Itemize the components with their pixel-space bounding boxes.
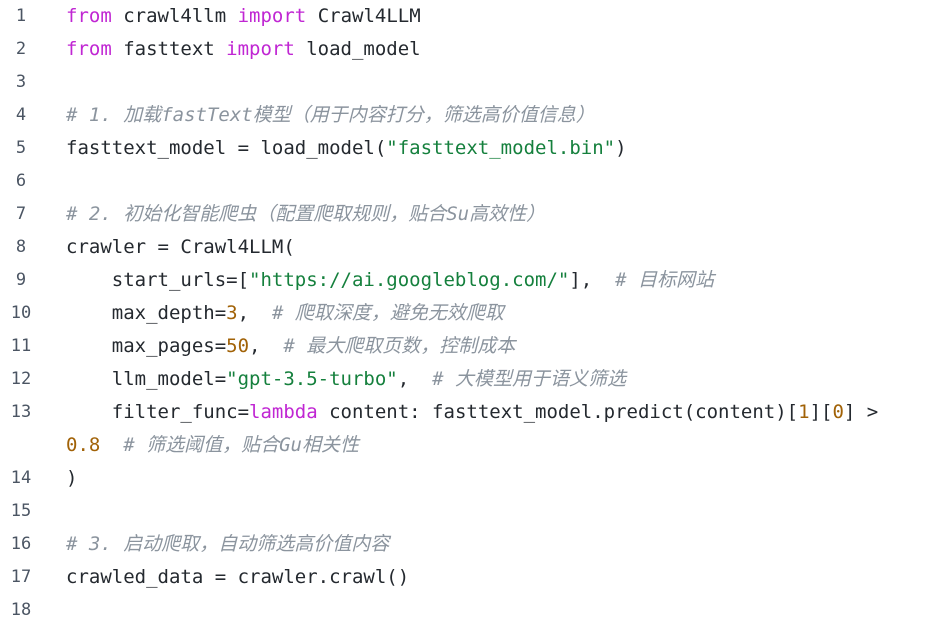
line-number: 11 bbox=[10, 336, 32, 356]
code-token: filter_func= bbox=[66, 401, 250, 423]
code-text: # 1. 加载fastText模型（用于内容打分，筛选高价值信息） bbox=[42, 99, 930, 132]
line-number: 12 bbox=[10, 369, 32, 389]
code-text: start_urls=["https://ai.googleblog.com/"… bbox=[42, 264, 930, 297]
code-line-12: 12 llm_model="gpt-3.5-turbo", # 大模型用于语义筛… bbox=[0, 363, 930, 396]
code-line-11: 11 max_pages=50, # 最大爬取页数，控制成本 bbox=[0, 330, 930, 363]
code-line-6: 6 bbox=[0, 165, 930, 198]
comment: # 爬取深度，避免无效爬取 bbox=[271, 302, 504, 324]
code-line-4: 4 # 1. 加载fastText模型（用于内容打分，筛选高价值信息） bbox=[0, 99, 930, 132]
code-token: crawler = Crawl4LLM( bbox=[66, 236, 295, 258]
code-token: , bbox=[249, 335, 284, 357]
code-line-15: 15 bbox=[0, 495, 930, 528]
code-token: , bbox=[237, 302, 272, 324]
line-number: 6 bbox=[15, 171, 27, 191]
number-literal: 0.8 bbox=[66, 434, 101, 456]
code-line-2: 2 from fasttext import load_model bbox=[0, 33, 930, 66]
code-line-7: 7 # 2. 初始化智能爬虫（配置爬取规则，贴合Su高效性） bbox=[0, 198, 930, 231]
code-text: crawler = Crawl4LLM( bbox=[42, 231, 930, 264]
code-token: ], bbox=[569, 269, 616, 291]
code-text: filter_func=lambda content: fasttext_mod… bbox=[42, 396, 930, 462]
module-name: fasttext bbox=[111, 38, 227, 60]
code-token: ) bbox=[615, 137, 627, 159]
code-token: crawled_data = crawler.crawl() bbox=[66, 566, 410, 588]
code-line-5: 5 fasttext_model = load_model("fasttext_… bbox=[0, 132, 930, 165]
line-number: 9 bbox=[15, 270, 27, 290]
comment: # 目标网站 bbox=[615, 269, 714, 291]
string-literal: "https://ai.googleblog.com/" bbox=[249, 269, 570, 291]
code-line-10: 10 max_depth=3, # 爬取深度，避免无效爬取 bbox=[0, 297, 930, 330]
code-token: , bbox=[397, 368, 433, 390]
import-name: Crawl4LLM bbox=[306, 5, 421, 27]
number-literal: 0 bbox=[832, 401, 844, 423]
code-line-14: 14 ) bbox=[0, 462, 930, 495]
string-literal: "fasttext_model.bin" bbox=[386, 137, 616, 159]
code-token: fasttext_model = load_model( bbox=[66, 137, 387, 159]
code-line-16: 16 # 3. 启动爬取，自动筛选高价值内容 bbox=[0, 528, 930, 561]
code-token: llm_model= bbox=[66, 368, 227, 390]
module-name: crawl4llm bbox=[111, 5, 238, 27]
code-text: from crawl4llm import Crawl4LLM bbox=[42, 0, 930, 33]
line-number: 2 bbox=[15, 39, 27, 59]
line-number: 15 bbox=[10, 501, 32, 521]
keyword: import bbox=[226, 38, 295, 60]
code-token: ] > bbox=[843, 401, 879, 423]
number-literal: 50 bbox=[226, 335, 250, 357]
line-number: 1 bbox=[15, 6, 27, 26]
code-line-13: 13 filter_func=lambda content: fasttext_… bbox=[0, 396, 930, 462]
keyword: from bbox=[66, 38, 112, 60]
keyword: lambda bbox=[249, 401, 318, 423]
code-token: ][ bbox=[809, 401, 833, 423]
code-token: max_pages= bbox=[66, 335, 227, 357]
code-text: llm_model="gpt-3.5-turbo", # 大模型用于语义筛选 bbox=[42, 363, 930, 396]
code-token: start_urls=[ bbox=[66, 269, 250, 291]
keyword: import bbox=[237, 5, 307, 27]
code-text: max_pages=50, # 最大爬取页数，控制成本 bbox=[42, 330, 930, 363]
line-number: 8 bbox=[15, 237, 27, 257]
comment: # 1. 加载fastText模型（用于内容打分，筛选高价值信息） bbox=[66, 104, 595, 126]
code-line-1: 1 from crawl4llm import Crawl4LLM bbox=[0, 0, 930, 33]
code-token bbox=[100, 434, 123, 456]
code-text: fasttext_model = load_model("fasttext_mo… bbox=[42, 132, 930, 165]
number-literal: 1 bbox=[798, 401, 810, 423]
comment: # 大模型用于语义筛选 bbox=[432, 368, 626, 390]
line-number: 10 bbox=[10, 303, 32, 323]
line-number: 18 bbox=[10, 600, 32, 620]
wrapped-continuation: 0.8 # 筛选阈值，贴合Gu相关性 bbox=[66, 429, 930, 462]
comment: # 3. 启动爬取，自动筛选高价值内容 bbox=[66, 533, 390, 555]
comment: # 2. 初始化智能爬虫（配置爬取规则，贴合Su高效性） bbox=[66, 203, 546, 225]
code-line-18: 18 bbox=[0, 594, 930, 627]
comment: # 筛选阈值，贴合Gu相关性 bbox=[123, 434, 359, 456]
line-number: 13 bbox=[10, 402, 32, 422]
code-token: ) bbox=[66, 467, 78, 489]
code-text: ) bbox=[42, 462, 930, 495]
code-line-8: 8 crawler = Crawl4LLM( bbox=[0, 231, 930, 264]
code-token: max_depth= bbox=[66, 302, 227, 324]
code-text: max_depth=3, # 爬取深度，避免无效爬取 bbox=[42, 297, 930, 330]
line-number: 5 bbox=[15, 138, 27, 158]
line-number: 4 bbox=[15, 105, 27, 125]
line-number: 3 bbox=[15, 72, 27, 92]
code-text: # 2. 初始化智能爬虫（配置爬取规则，贴合Su高效性） bbox=[42, 198, 930, 231]
comment: # 最大爬取页数，控制成本 bbox=[283, 335, 516, 357]
code-text: # 3. 启动爬取，自动筛选高价值内容 bbox=[42, 528, 930, 561]
keyword: from bbox=[66, 5, 112, 27]
code-line-3: 3 bbox=[0, 66, 930, 99]
code-text: crawled_data = crawler.crawl() bbox=[42, 561, 930, 594]
number-literal: 3 bbox=[226, 302, 238, 324]
line-number: 7 bbox=[15, 204, 27, 224]
line-number: 16 bbox=[10, 534, 32, 554]
line-number: 14 bbox=[10, 468, 32, 488]
import-name: load_model bbox=[294, 38, 421, 60]
line-number: 17 bbox=[10, 567, 32, 587]
code-line-9: 9 start_urls=["https://ai.googleblog.com… bbox=[0, 264, 930, 297]
code-token: content: fasttext_model.predict(content)… bbox=[317, 401, 799, 423]
string-literal: "gpt-3.5-turbo" bbox=[226, 368, 398, 390]
code-text: from fasttext import load_model bbox=[42, 33, 930, 66]
code-line-17: 17 crawled_data = crawler.crawl() bbox=[0, 561, 930, 594]
